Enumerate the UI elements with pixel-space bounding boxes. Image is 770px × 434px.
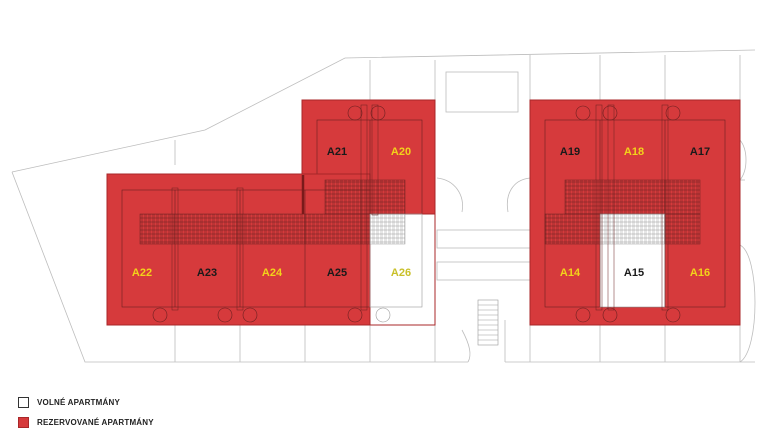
- label-a15[interactable]: A15: [624, 267, 644, 279]
- apartment-labels: A21 A20 A22 A23 A24 A25 A26 A19 A18 A17 …: [132, 146, 710, 279]
- legend-reserved: REZERVOVANÉ APARTMÁNY: [18, 417, 154, 428]
- label-a25[interactable]: A25: [327, 267, 347, 279]
- label-a22[interactable]: A22: [132, 267, 152, 279]
- left-building: [106, 99, 436, 326]
- label-a21[interactable]: A21: [327, 146, 347, 158]
- legend-free: VOLNÉ APARTMÁNY: [18, 397, 120, 408]
- label-a24[interactable]: A24: [262, 267, 283, 279]
- label-a20[interactable]: A20: [391, 146, 411, 158]
- label-a17[interactable]: A17: [690, 146, 710, 158]
- legend-reserved-swatch: [18, 417, 29, 428]
- stair-runs: [171, 104, 669, 311]
- legend-reserved-label: REZERVOVANÉ APARTMÁNY: [37, 418, 154, 427]
- label-a26[interactable]: A26: [391, 267, 411, 279]
- exterior-stair: [477, 299, 499, 346]
- label-a23[interactable]: A23: [197, 267, 217, 279]
- spiral-stairs: [152, 105, 681, 323]
- site-outline: [11, 49, 756, 363]
- legend-free-label: VOLNÉ APARTMÁNY: [37, 398, 120, 407]
- right-building: [529, 99, 741, 326]
- label-a19[interactable]: A19: [560, 146, 580, 158]
- label-a18[interactable]: A18: [624, 146, 644, 158]
- label-a14[interactable]: A14: [560, 267, 581, 279]
- legend-free-swatch: [18, 397, 29, 408]
- label-a16[interactable]: A16: [690, 267, 710, 279]
